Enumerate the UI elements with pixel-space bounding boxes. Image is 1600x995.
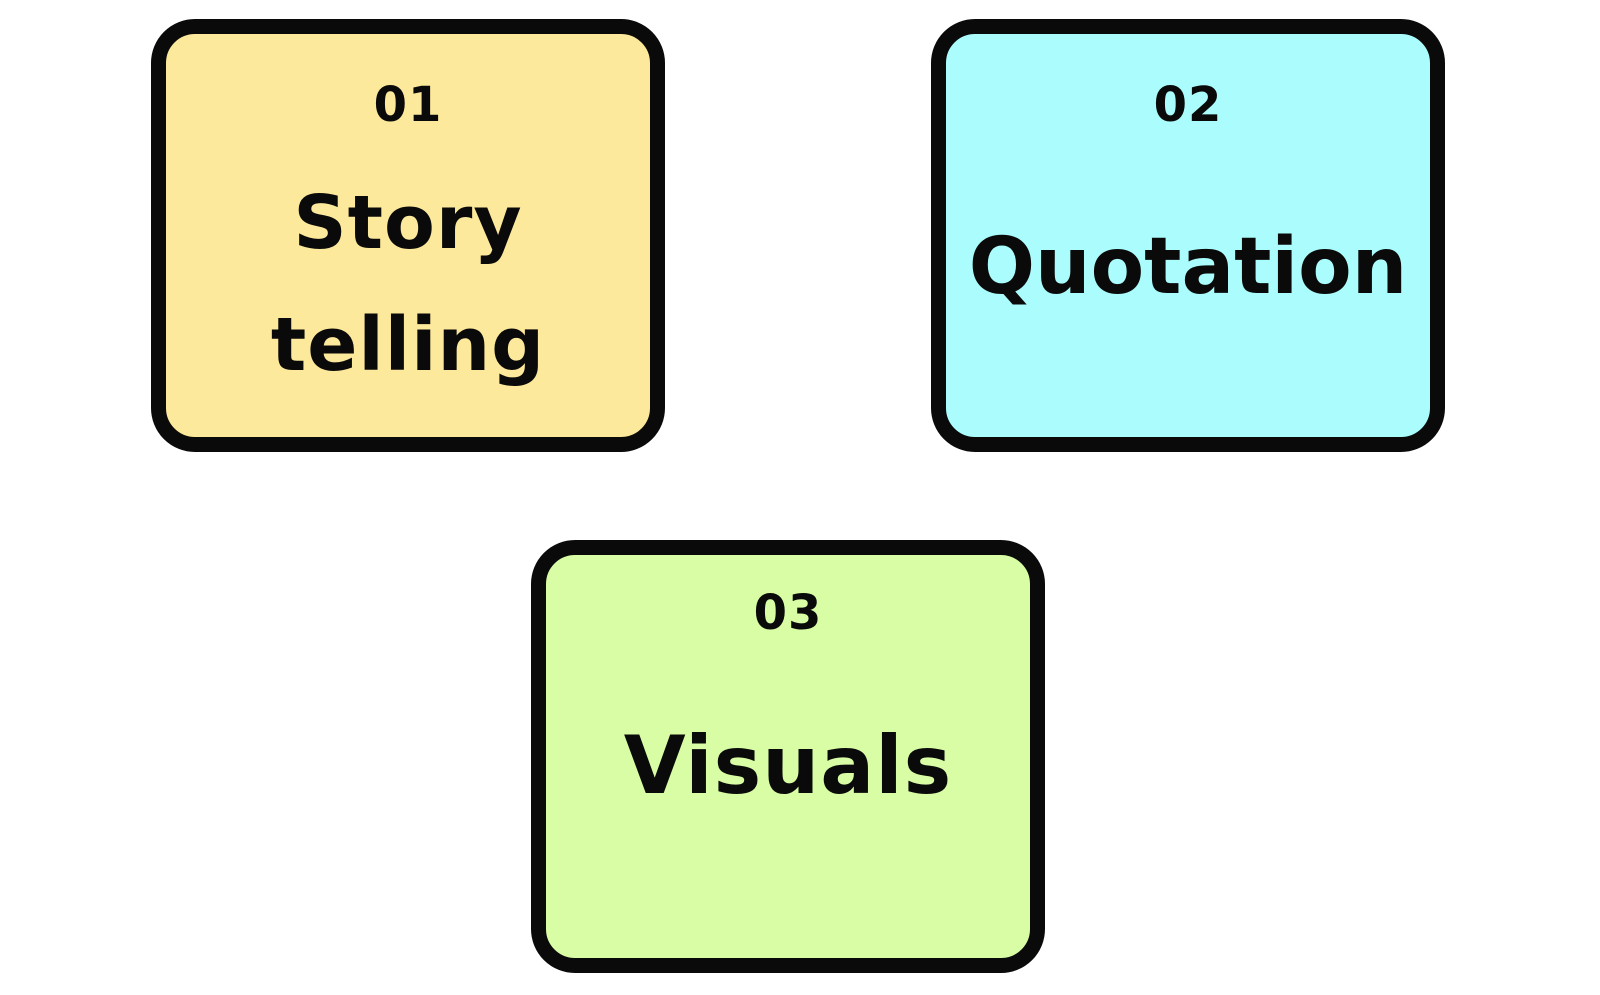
- card-quotation: 02 Quotation: [931, 19, 1445, 452]
- card-title: Quotation: [968, 222, 1408, 312]
- card-number: 03: [753, 585, 823, 641]
- card-visuals: 03 Visuals: [531, 540, 1045, 973]
- card-number: 02: [1153, 77, 1223, 133]
- card-title: Story telling: [270, 180, 546, 388]
- card-title: Visuals: [623, 719, 953, 812]
- card-number: 01: [373, 77, 443, 133]
- card-storytelling: 01 Story telling: [151, 19, 665, 452]
